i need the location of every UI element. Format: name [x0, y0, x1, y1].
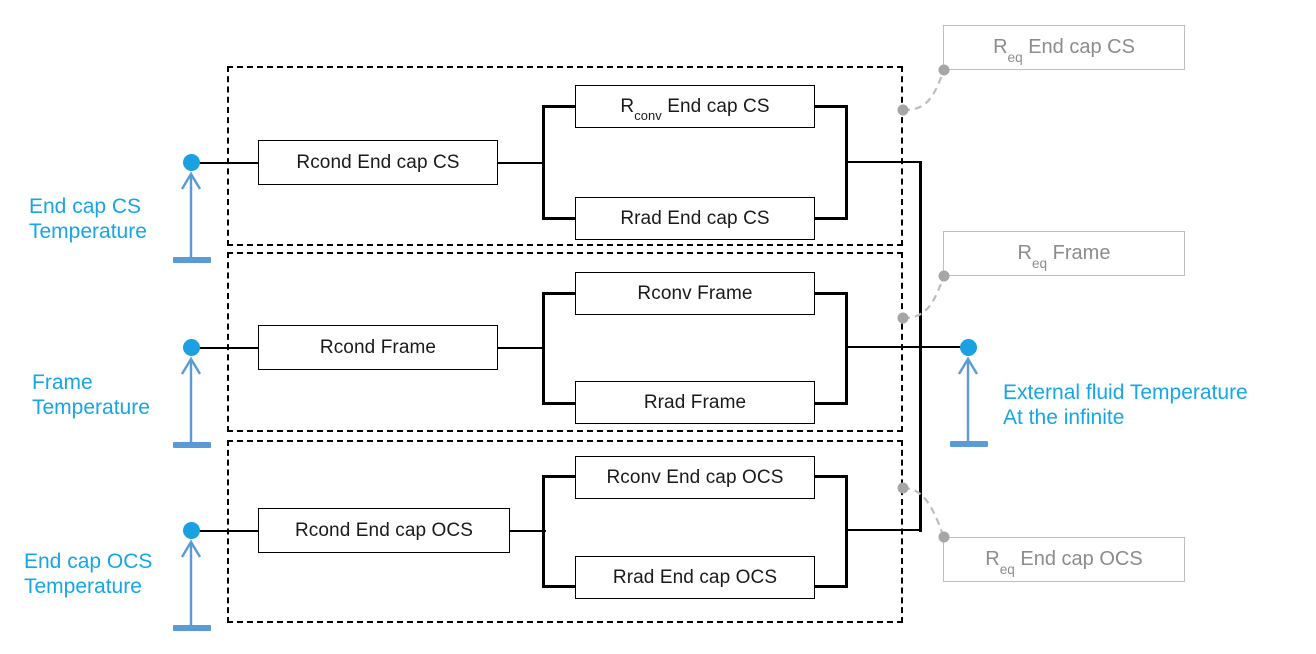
branch-left-top-stub-ocs: [542, 475, 577, 479]
label-line-2: Temperature: [29, 220, 147, 243]
label-line-2: Temperature: [32, 396, 150, 419]
equivalent-label: Req End cap CS: [993, 36, 1135, 65]
resistor-label: Rcond End cap CS: [296, 151, 460, 173]
label-line-2: At the infinite: [1003, 406, 1125, 429]
wire-source-to-rcond-frame: [191, 347, 259, 349]
wire-branch-to-bus-ocs: [845, 529, 922, 531]
label-line-1: End cap CS: [29, 195, 142, 218]
resistor-label: Rrad Frame: [643, 391, 747, 413]
branch-left-top-stub-frame: [542, 292, 577, 296]
branch-right-top-stub-frame: [815, 292, 848, 296]
branch-right-bottom-stub-cs: [815, 217, 848, 221]
branch-left-bottom-stub-ocs: [542, 585, 577, 589]
branch-right-top-stub-cs: [815, 105, 848, 109]
resistor-label: Rcond End cap OCS: [294, 519, 474, 541]
label-line-2: Temperature: [24, 575, 142, 598]
wire-rcond-to-branch-ocs: [510, 530, 546, 532]
branch-left-bottom-stub-cs: [542, 217, 577, 221]
source-arrow-end-cap-cs: [180, 171, 202, 263]
wire-branch-to-bus-frame: [845, 346, 968, 348]
ground-end-cap-ocs: [173, 625, 211, 631]
resistor-rcond-frame: Rcond Frame: [258, 325, 498, 370]
label-frame-temperature: Frame Temperature: [32, 370, 150, 420]
wire-rcond-to-branch-cs: [498, 162, 544, 164]
label-line-1: Frame: [32, 371, 93, 394]
branch-right-bottom-stub-ocs: [815, 585, 848, 589]
ground-end-cap-cs: [173, 257, 211, 263]
group-box-frame: [227, 252, 903, 432]
wire-source-to-rcond-ocs: [191, 530, 259, 532]
resistor-rrad-end-cap-cs: Rrad End cap CS: [575, 197, 815, 240]
node-frame-temperature: [183, 339, 200, 356]
equivalent-box-frame: Req Frame: [943, 231, 1185, 276]
label-line-1: End cap OCS: [24, 550, 153, 573]
resistor-rconv-frame: Rconv Frame: [575, 272, 815, 315]
resistor-label: Rrad End cap CS: [620, 207, 770, 229]
resistor-rrad-frame: Rrad Frame: [575, 381, 815, 424]
ground-external-fluid: [950, 441, 988, 447]
callout-connector-end-cap-cs: [897, 64, 950, 116]
equivalent-box-end-cap-ocs: Req End cap OCS: [943, 537, 1185, 582]
equivalent-label: Req Frame: [1017, 242, 1111, 271]
branch-left-bottom-stub-frame: [542, 402, 577, 406]
group-box-end-cap-cs: [227, 66, 903, 246]
resistor-label: Rcond Frame: [319, 336, 437, 358]
branch-left-bus-frame: [542, 292, 546, 405]
common-right-bus: [919, 161, 922, 532]
wire-source-to-rcond-cs: [191, 162, 259, 164]
resistor-label: Rrad End cap OCS: [612, 566, 778, 588]
source-arrow-frame: [180, 356, 202, 448]
callout-connector-end-cap-ocs: [897, 482, 950, 543]
resistor-rcond-end-cap-cs: Rcond End cap CS: [258, 140, 498, 185]
source-arrow-end-cap-ocs: [180, 539, 202, 629]
branch-right-bottom-stub-frame: [815, 402, 848, 406]
label-external-fluid-temperature: External fluid Temperature At the infini…: [1003, 380, 1248, 430]
equivalent-label: Req End cap OCS: [985, 548, 1143, 577]
callout-connector-frame: [897, 270, 950, 324]
resistor-label: Rconv End cap CS: [620, 95, 770, 124]
resistor-label: Rconv Frame: [637, 282, 753, 304]
branch-right-bus-frame: [845, 292, 849, 405]
subscript-eq: eq: [1007, 50, 1023, 65]
node-end-cap-ocs-temperature: [183, 522, 200, 539]
wire-branch-to-bus-cs: [845, 161, 922, 163]
wire-rcond-to-branch-frame: [498, 347, 544, 349]
node-external-fluid-temperature: [960, 339, 977, 356]
resistor-rconv-end-cap-cs: Rconv End cap CS: [575, 85, 815, 128]
ground-frame: [173, 442, 211, 448]
source-arrow-external-fluid: [957, 356, 979, 446]
label-end-cap-cs-temperature: End cap CS Temperature: [29, 194, 147, 244]
subscript-eq: eq: [1031, 256, 1048, 271]
resistor-rconv-end-cap-ocs: Rconv End cap OCS: [575, 456, 815, 499]
subscript-conv: conv: [634, 108, 662, 124]
branch-right-bus-ocs: [845, 475, 849, 588]
label-end-cap-ocs-temperature: End cap OCS Temperature: [24, 549, 152, 599]
subscript-eq: eq: [999, 562, 1015, 577]
resistor-rcond-end-cap-ocs: Rcond End cap OCS: [258, 508, 510, 553]
label-line-1: External fluid Temperature: [1003, 381, 1248, 404]
resistor-label: Rconv End cap OCS: [606, 466, 784, 488]
branch-left-bus-cs: [542, 105, 546, 220]
branch-right-top-stub-ocs: [815, 475, 848, 479]
branch-left-bus-ocs: [542, 475, 546, 588]
node-end-cap-cs-temperature: [183, 154, 200, 171]
branch-left-top-stub-cs: [542, 105, 577, 109]
resistor-rrad-end-cap-ocs: Rrad End cap OCS: [575, 556, 815, 599]
equivalent-box-end-cap-cs: Req End cap CS: [943, 25, 1185, 70]
